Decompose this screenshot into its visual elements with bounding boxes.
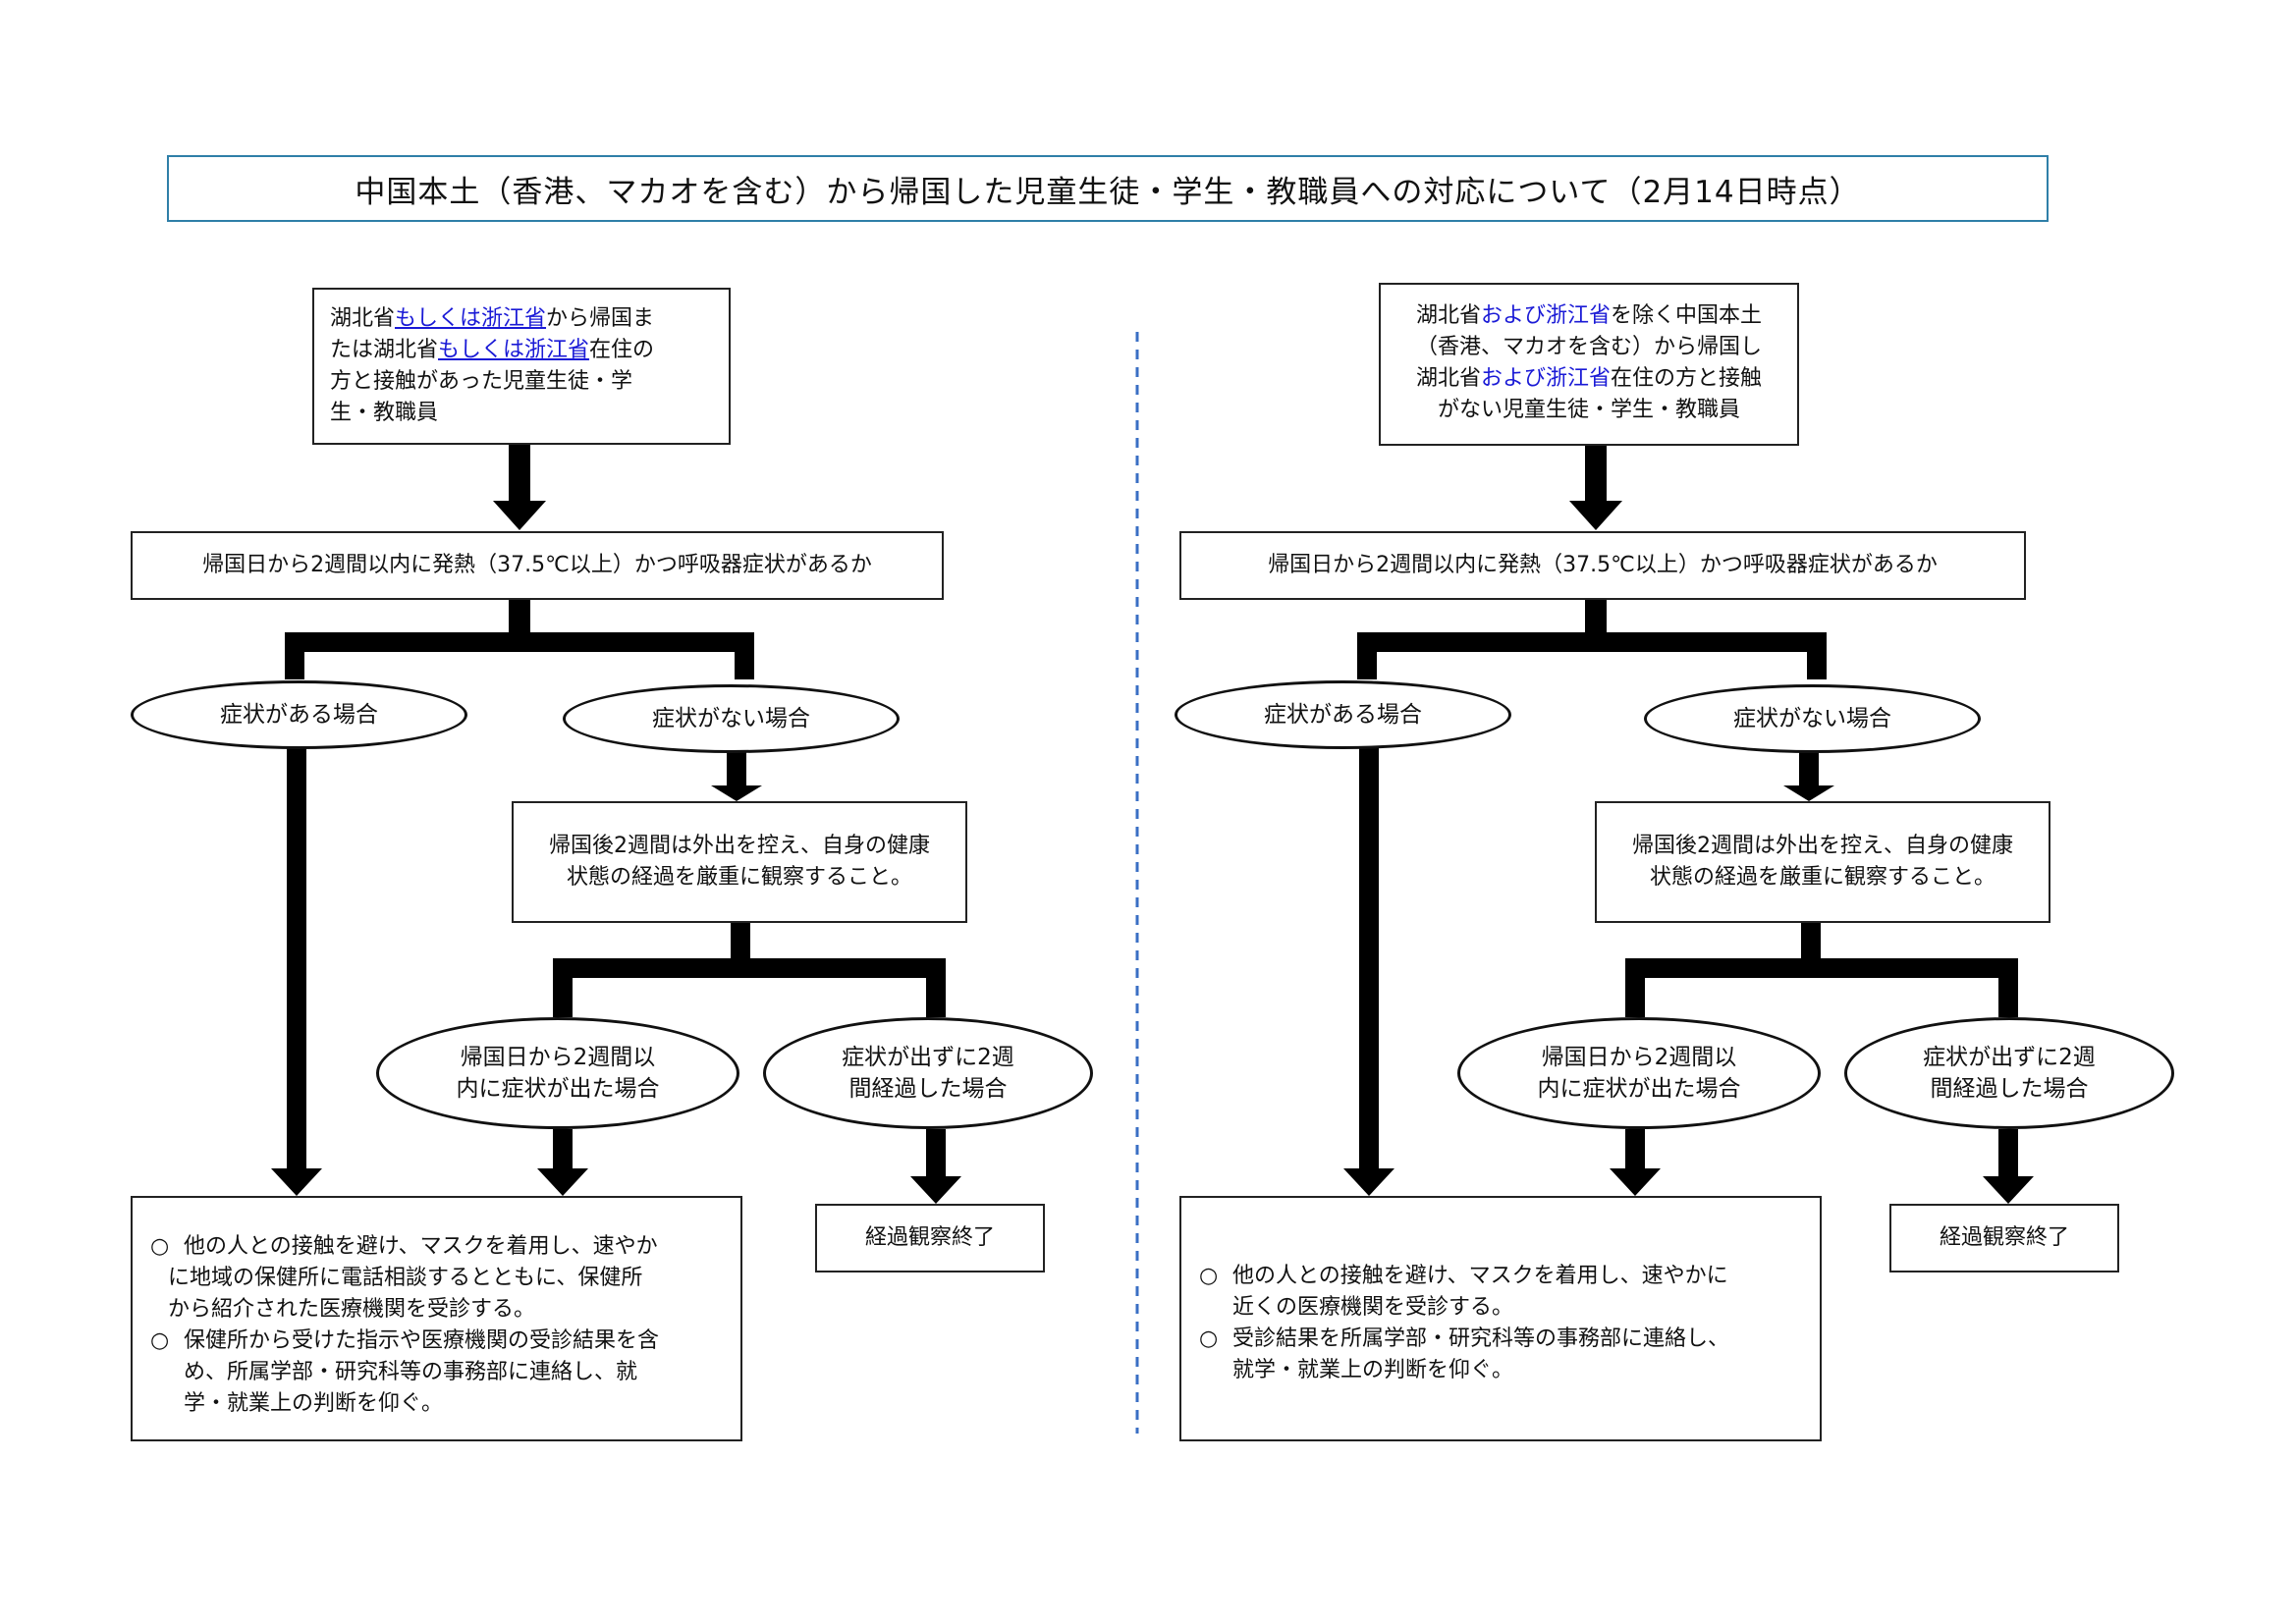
left-no-ellipse: 症状がない場合 [563, 684, 900, 753]
left-action2-line3: 学・就業上の判断を仰ぐ。 [184, 1391, 444, 1416]
right-appear-line2: 内に症状が出た場合 [1537, 1076, 1741, 1102]
left-yes-ellipse: 症状がある場合 [131, 680, 467, 749]
right-start-box: 湖北省および浙江省を除く中国本土 （香港、マカオを含む）から帰国し 湖北省および… [1379, 283, 1799, 446]
right-action2-line1: 受診結果を所属学部・研究科等の事務部に連絡し、 [1232, 1326, 1730, 1351]
right-observe-line2: 状態の経過を厳重に観察すること。 [1649, 865, 1995, 890]
right-appear-line1: 帰国日から2週間以 [1541, 1045, 1737, 1070]
left-action-item-1: ○ 他の人との接触を避け、マスクを着用し、速やか [150, 1231, 725, 1263]
left-start-line3: 方と接触があった児童生徒・学 [330, 369, 633, 394]
left-none-line2: 間経過した場合 [848, 1076, 1008, 1102]
right-start-line2: （香港、マカオを含む）から帰国し [1415, 335, 1762, 359]
left-start-line4: 生・教職員 [330, 401, 439, 425]
right-yes-ellipse: 症状がある場合 [1175, 680, 1511, 749]
right-action-item-2: ○ 受診結果を所属学部・研究科等の事務部に連絡し、 [1199, 1324, 1804, 1355]
left-action2-line1: 保健所から受けた指示や医療機関の受診結果を含 [184, 1328, 660, 1353]
left-none-ellipse: 症状が出ずに2週間経過した場合 [763, 1017, 1093, 1129]
right-start-line3-c: 在住の方と接触 [1611, 366, 1763, 391]
left-yes-label: 症状がある場合 [220, 702, 378, 728]
right-question-text: 帰国日から2週間以内に発熱（37.5℃以上）かつ呼吸器症状があるか [1268, 553, 1938, 577]
left-appear-line1: 帰国日から2週間以 [460, 1045, 656, 1070]
right-end-box: 経過観察終了 [1889, 1204, 2119, 1272]
left-question-text: 帰国日から2週間以内に発熱（37.5℃以上）かつ呼吸器症状があるか [202, 553, 872, 577]
right-start-line1-a: 湖北省 [1415, 303, 1481, 328]
right-no-ellipse: 症状がない場合 [1644, 684, 1981, 753]
left-appear-ellipse: 帰国日から2週間以内に症状が出た場合 [376, 1017, 739, 1129]
left-observe-line2: 状態の経過を厳重に観察すること。 [566, 865, 912, 890]
left-action1-line3: から紹介された医療機関を受診する。 [168, 1297, 536, 1322]
left-start-box: 湖北省もしくは浙江省から帰国ま たは湖北省もしくは浙江省在住の 方と接触があった… [312, 288, 731, 445]
right-none-line1: 症状が出ずに2週 [1923, 1045, 2096, 1070]
bullet-icon: ○ [150, 1234, 170, 1259]
right-observe-box: 帰国後2週間は外出を控え、自身の健康 状態の経過を厳重に観察すること。 [1595, 801, 2050, 923]
right-yes-label: 症状がある場合 [1264, 702, 1422, 728]
right-no-label: 症状がない場合 [1733, 706, 1891, 731]
right-action2-line2: 就学・就業上の判断を仰ぐ。 [1232, 1358, 1514, 1382]
left-start-line2-highlight: もしくは浙江省 [438, 338, 590, 362]
left-arrows [271, 444, 961, 1204]
page-title: 中国本土（香港、マカオを含む）から帰国した児童生徒・学生・教職員への対応について… [167, 155, 2049, 222]
left-action1-line1: 他の人との接触を避け、マスクを着用し、速やか [184, 1234, 658, 1259]
right-start-line1-c: を除く中国本土 [1611, 303, 1763, 328]
right-action-item-1: ○ 他の人との接触を避け、マスクを着用し、速やかに [1199, 1261, 1804, 1292]
right-action1-line2: 近くの医療機関を受診する。 [1232, 1295, 1514, 1320]
left-appear-line2: 内に症状が出た場合 [456, 1076, 660, 1102]
left-action2-line2: め、所属学部・研究科等の事務部に連絡し、就 [184, 1360, 638, 1384]
left-start-line1-c: から帰国ま [546, 306, 655, 331]
right-none-ellipse: 症状が出ずに2週間経過した場合 [1844, 1017, 2174, 1129]
left-action-item-2: ○ 保健所から受けた指示や医療機関の受診結果を含 [150, 1326, 725, 1357]
left-none-line1: 症状が出ずに2週 [842, 1045, 1014, 1070]
left-start-line2-c: 在住の [589, 338, 655, 362]
right-appear-ellipse: 帰国日から2週間以内に症状が出た場合 [1457, 1017, 1821, 1129]
right-start-line1-highlight: および浙江省 [1480, 303, 1611, 328]
left-observe-line1: 帰国後2週間は外出を控え、自身の健康 [549, 834, 930, 858]
bullet-icon: ○ [1199, 1264, 1219, 1288]
right-end-text: 経過観察終了 [1939, 1225, 2069, 1250]
left-action1-line2: に地域の保健所に電話相談するとともに、保健所 [168, 1266, 643, 1290]
left-start-line1-highlight: もしくは浙江省 [395, 306, 547, 331]
bullet-icon: ○ [150, 1328, 170, 1353]
right-none-line2: 間経過した場合 [1930, 1076, 2089, 1102]
left-no-label: 症状がない場合 [652, 706, 810, 731]
left-start-line1-a: 湖北省 [330, 306, 396, 331]
right-action-box: ○ 他の人との接触を避け、マスクを着用し、速やかに 近くの医療機関を受診する。 … [1179, 1196, 1822, 1441]
left-end-text: 経過観察終了 [864, 1225, 995, 1250]
left-start-line2-a: たは湖北省 [330, 338, 439, 362]
right-start-line3-highlight: および浙江省 [1480, 366, 1611, 391]
left-observe-box: 帰国後2週間は外出を控え、自身の健康 状態の経過を厳重に観察すること。 [512, 801, 967, 923]
left-end-box: 経過観察終了 [815, 1204, 1045, 1272]
left-question-box: 帰国日から2週間以内に発熱（37.5℃以上）かつ呼吸器症状があるか [131, 531, 944, 600]
left-action-box: ○ 他の人との接触を避け、マスクを着用し、速やか に地域の保健所に電話相談すると… [131, 1196, 742, 1441]
right-action1-line1: 他の人との接触を避け、マスクを着用し、速やかに [1232, 1264, 1728, 1288]
right-arrows [1343, 444, 2034, 1204]
bullet-icon: ○ [1199, 1326, 1219, 1351]
right-start-line4: がない児童生徒・学生・教職員 [1437, 398, 1740, 422]
right-question-box: 帰国日から2週間以内に発熱（37.5℃以上）かつ呼吸器症状があるか [1179, 531, 2026, 600]
right-start-line3-a: 湖北省 [1415, 366, 1481, 391]
right-observe-line1: 帰国後2週間は外出を控え、自身の健康 [1632, 834, 2013, 858]
